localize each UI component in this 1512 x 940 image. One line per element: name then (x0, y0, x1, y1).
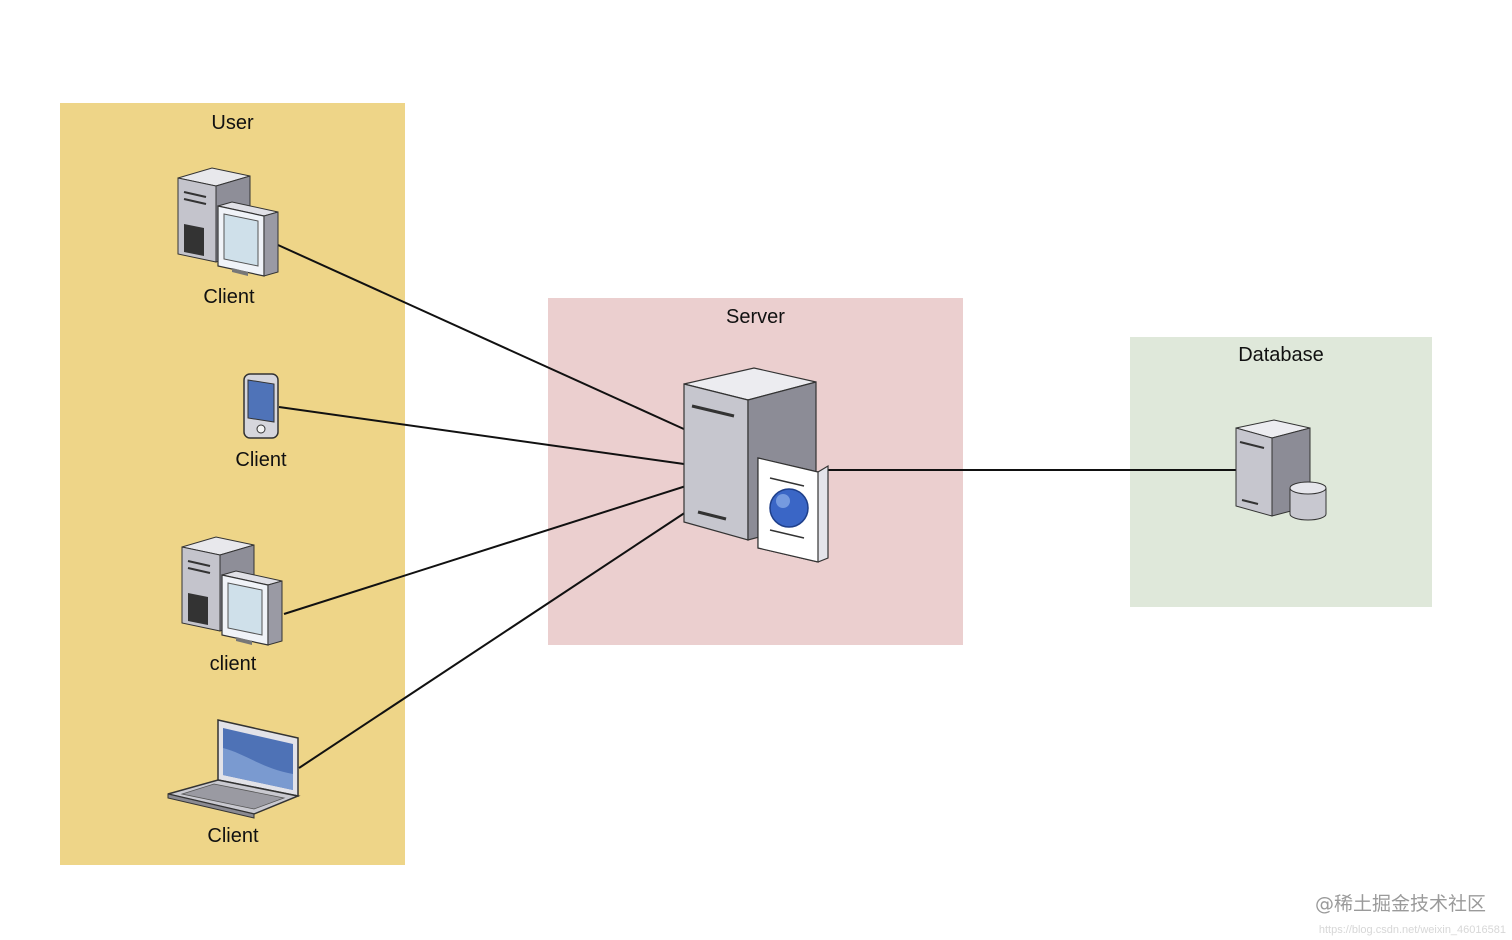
database-group: Database (1130, 337, 1432, 607)
database-group-title: Database (1238, 344, 1324, 366)
desktop-computer-icon (177, 167, 279, 277)
connection-desktop1-server (277, 244, 687, 431)
desktop-computer-icon (181, 536, 283, 646)
client-desktop-label-2: client (209, 653, 257, 675)
connection-desktop2-server (283, 485, 687, 615)
client-laptop-label: Client (207, 825, 259, 847)
watermark-url: https://blog.csdn.net/weixin_46016581 (1318, 924, 1506, 936)
client-phone-node[interactable]: Client (235, 372, 287, 471)
web-server-node[interactable] (682, 366, 832, 563)
server-group-title: Server (726, 306, 785, 328)
client-desktop-node-2[interactable]: client (180, 535, 284, 675)
web-server-icon (683, 367, 829, 563)
user-group-title: User (211, 112, 254, 134)
connection-phone-server (278, 406, 685, 465)
connection-laptop-server (298, 511, 687, 769)
laptop-icon (167, 719, 301, 819)
database-server-icon (1235, 419, 1327, 521)
database-server-node[interactable] (1234, 418, 1328, 524)
watermark-text: @稀土掘金技术社区 (1314, 893, 1486, 915)
smartphone-icon (243, 373, 279, 439)
client-desktop-node-1[interactable]: Client (176, 166, 280, 308)
client-phone-label: Client (235, 449, 287, 471)
client-desktop-label-1: Client (203, 286, 255, 308)
client-laptop-node[interactable]: Client (166, 718, 301, 847)
